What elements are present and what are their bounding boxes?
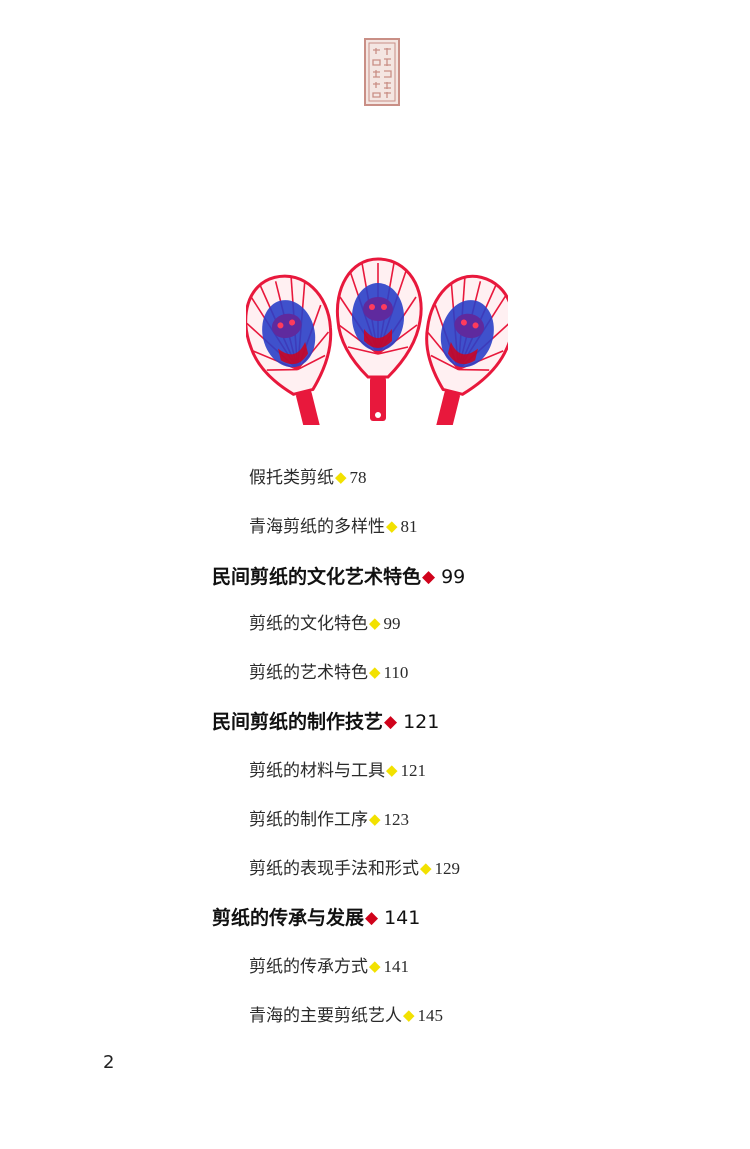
toc-entry-page: 121 <box>400 761 427 780</box>
page-number: 2 <box>103 1052 115 1073</box>
toc-entry-page: 141 <box>383 957 410 976</box>
toc-entry[interactable]: 剪纸的艺术特色◆110 <box>249 660 408 686</box>
toc-entry-page: 129 <box>434 859 461 878</box>
toc-entry-title: 剪纸的艺术特色 <box>249 663 368 683</box>
yellow-diamond-icon: ◆ <box>369 810 381 828</box>
toc-chapter-title: 民间剪纸的制作技艺 <box>212 711 384 733</box>
yellow-diamond-icon: ◆ <box>369 614 381 632</box>
toc-entry[interactable]: 剪纸的文化特色◆99 <box>249 611 401 637</box>
toc-chapter[interactable]: 民间剪纸的制作技艺◆121 <box>212 709 439 736</box>
toc-entry-page: 110 <box>383 663 409 682</box>
toc-entry-page: 81 <box>400 517 418 536</box>
toc-chapter[interactable]: 剪纸的传承与发展◆141 <box>212 905 420 932</box>
toc-entry[interactable]: 青海剪纸的多样性◆81 <box>249 514 418 540</box>
toc-entry[interactable]: 剪纸的表现手法和形式◆129 <box>249 856 460 882</box>
toc-entry-title: 剪纸的材料与工具 <box>249 761 385 781</box>
seal-stamp-icon <box>364 38 400 106</box>
toc-entry-title: 剪纸的传承方式 <box>249 957 368 977</box>
toc-entry-page: 78 <box>349 468 367 487</box>
toc-chapter-page: 99 <box>441 566 466 588</box>
yellow-diamond-icon: ◆ <box>403 1006 415 1024</box>
toc-entry-title: 青海剪纸的多样性 <box>249 517 385 537</box>
toc-entry-title: 剪纸的制作工序 <box>249 810 368 830</box>
toc-chapter-page: 121 <box>403 711 440 733</box>
toc-entry-title: 青海的主要剪纸艺人 <box>249 1006 402 1026</box>
toc-entry-title: 剪纸的文化特色 <box>249 614 368 634</box>
toc-chapter[interactable]: 民间剪纸的文化艺术特色◆99 <box>212 564 465 591</box>
toc-entry-title: 剪纸的表现手法和形式 <box>249 859 419 879</box>
toc-chapter-title: 剪纸的传承与发展 <box>212 907 365 929</box>
toc-entry-page: 99 <box>383 614 401 633</box>
toc-entry-title: 假托类剪纸 <box>249 468 334 488</box>
red-diamond-icon: ◆ <box>422 567 436 587</box>
papercut-fans-illustration <box>246 257 508 425</box>
toc-entry[interactable]: 剪纸的制作工序◆123 <box>249 807 409 833</box>
toc-entry[interactable]: 剪纸的传承方式◆141 <box>249 954 409 980</box>
toc-entry[interactable]: 假托类剪纸◆78 <box>249 465 367 491</box>
red-diamond-icon: ◆ <box>365 908 379 928</box>
yellow-diamond-icon: ◆ <box>369 663 381 681</box>
toc-chapter-page: 141 <box>384 907 421 929</box>
toc-entry-page: 145 <box>417 1006 444 1025</box>
yellow-diamond-icon: ◆ <box>420 859 432 877</box>
yellow-diamond-icon: ◆ <box>386 517 398 535</box>
toc-chapter-title: 民间剪纸的文化艺术特色 <box>212 566 422 588</box>
toc-entry[interactable]: 剪纸的材料与工具◆121 <box>249 758 426 784</box>
toc-entry-page: 123 <box>383 810 410 829</box>
red-diamond-icon: ◆ <box>384 712 398 732</box>
yellow-diamond-icon: ◆ <box>386 761 398 779</box>
yellow-diamond-icon: ◆ <box>335 468 347 486</box>
yellow-diamond-icon: ◆ <box>369 957 381 975</box>
toc-entry[interactable]: 青海的主要剪纸艺人◆145 <box>249 1003 443 1029</box>
